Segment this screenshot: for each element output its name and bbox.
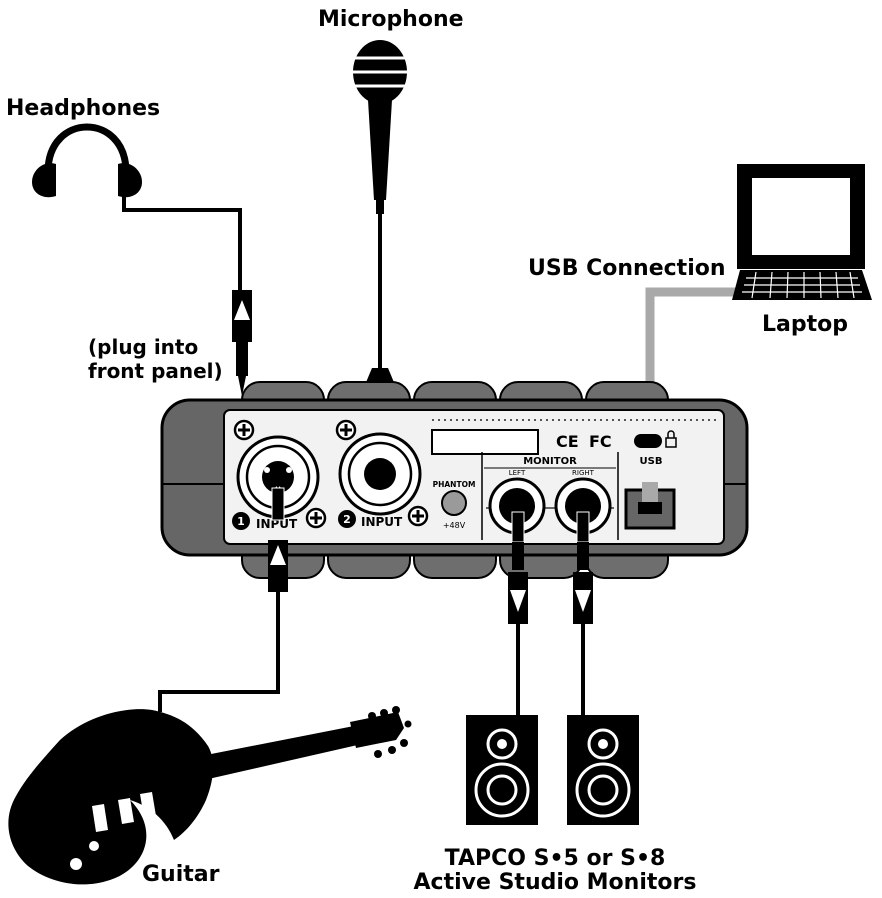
microphone-icon (352, 40, 408, 214)
phantom-power-button[interactable] (441, 490, 467, 516)
svg-text:2: 2 (343, 513, 351, 526)
monitor-right-label: RIGHT (572, 469, 595, 477)
headphone-cable (122, 190, 242, 290)
guitar-icon (8, 706, 412, 885)
lock-icon (665, 430, 677, 448)
monitor-right-jack[interactable] (554, 477, 612, 535)
monitors-label-line-1: TAPCO S•5 or S•8 (444, 846, 666, 871)
audio-interface-device: CE FC (160, 381, 749, 579)
left-monitor-plug-icon (508, 511, 528, 624)
laptop-label: Laptop (762, 312, 848, 337)
usb-panel-label: USB (640, 456, 663, 467)
left-speaker-icon (466, 715, 538, 825)
plug-note-line-1: (plug into (88, 335, 199, 359)
phantom-voltage-label: +48V (443, 521, 466, 530)
input-2-label: INPUT (361, 515, 403, 529)
monitor-label: MONITOR (523, 456, 577, 467)
plus-icon (233, 419, 429, 529)
serial-label-plate (431, 429, 539, 455)
guitar-cable (158, 585, 280, 712)
monitors-label-line-2: Active Studio Monitors (413, 870, 697, 895)
svg-text:1: 1 (237, 515, 245, 528)
guitar-label: Guitar (142, 862, 220, 887)
plug-note-line-2: front panel) (88, 359, 223, 383)
input-2-number-badge: 2 (338, 510, 356, 528)
headphone-plug-icon (232, 290, 252, 396)
fc-mark: FC (589, 432, 612, 451)
input-1-number-badge: 1 (232, 512, 250, 530)
headphones-label: Headphones (6, 96, 161, 121)
laptop-icon (732, 164, 872, 300)
combo-jack-input-1[interactable] (236, 435, 320, 519)
phantom-label: PHANTOM (433, 480, 476, 489)
right-monitor-plug-icon (573, 511, 593, 624)
security-slot (634, 434, 662, 448)
guitar-plug-icon (268, 478, 288, 592)
right-speaker-icon (567, 715, 639, 825)
usb-connection-label: USB Connection (528, 256, 726, 281)
microphone-label: Microphone (318, 7, 464, 32)
input-1-label: INPUT (256, 517, 298, 531)
monitor-left-label: LEFT (509, 469, 526, 477)
combo-jack-input-2[interactable] (338, 432, 422, 516)
ce-mark: CE (556, 432, 579, 451)
headphones-icon (32, 123, 142, 198)
